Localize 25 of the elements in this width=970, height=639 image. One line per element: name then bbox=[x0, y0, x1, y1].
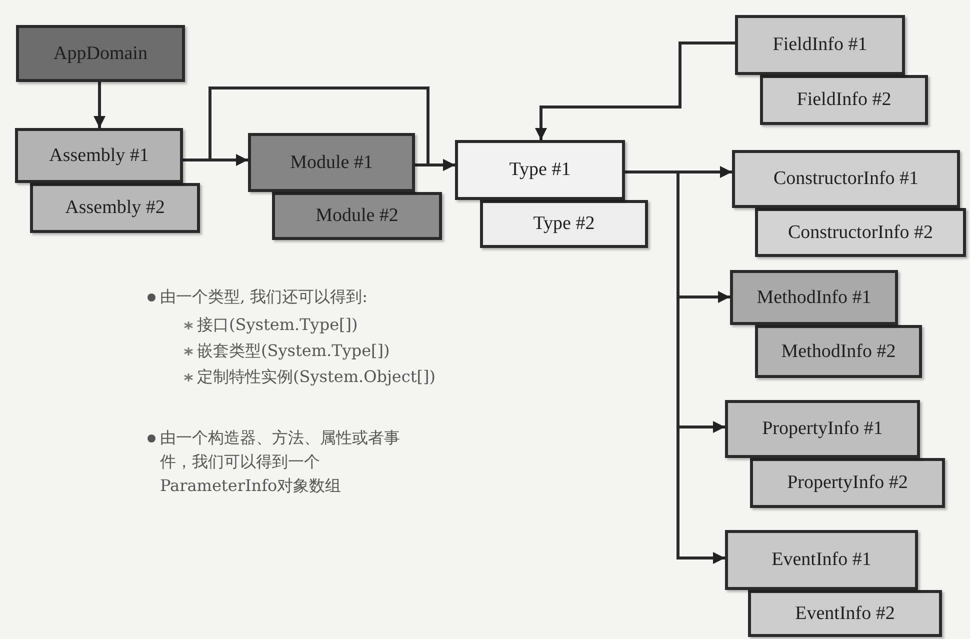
arrow bbox=[415, 159, 455, 171]
class-box: Module #1 bbox=[248, 133, 415, 192]
arrow bbox=[535, 42, 735, 140]
class-box: AppDomain bbox=[16, 25, 185, 82]
bullet-text: 嵌套类型(System.Type[]) bbox=[197, 340, 391, 362]
class-box: Assembly #1 bbox=[15, 128, 183, 183]
class-box: ConstructorInfo #2 bbox=[755, 208, 966, 257]
class-box: MethodInfo #1 bbox=[730, 270, 898, 325]
bullet-text: 接口(System.Type[]) bbox=[197, 314, 359, 336]
class-box: Assembly #2 bbox=[30, 183, 200, 233]
class-box: Type #1 bbox=[455, 140, 625, 200]
class-box: Module #2 bbox=[272, 192, 442, 240]
class-box: EventInfo #1 bbox=[725, 530, 918, 590]
class-box: PropertyInfo #1 bbox=[725, 400, 920, 458]
class-box: PropertyInfo #2 bbox=[750, 458, 945, 508]
class-box: EventInfo #2 bbox=[748, 590, 942, 637]
class-box: MethodInfo #2 bbox=[755, 325, 922, 378]
arrow bbox=[94, 82, 106, 128]
class-box: FieldInfo #1 bbox=[735, 15, 905, 75]
class-box: Type #2 bbox=[480, 200, 648, 248]
bullet-text: 由一个类型, 我们还可以得到: bbox=[160, 286, 369, 308]
bullet-text: 由一个构造器、方法、属性或者事件，我们可以得到一个ParameterInfo对象数组 bbox=[160, 427, 400, 497]
bullet-text: 定制特性实例(System.Object[]) bbox=[197, 366, 437, 388]
class-box: FieldInfo #2 bbox=[760, 75, 928, 125]
class-box: ConstructorInfo #1 bbox=[732, 150, 960, 208]
